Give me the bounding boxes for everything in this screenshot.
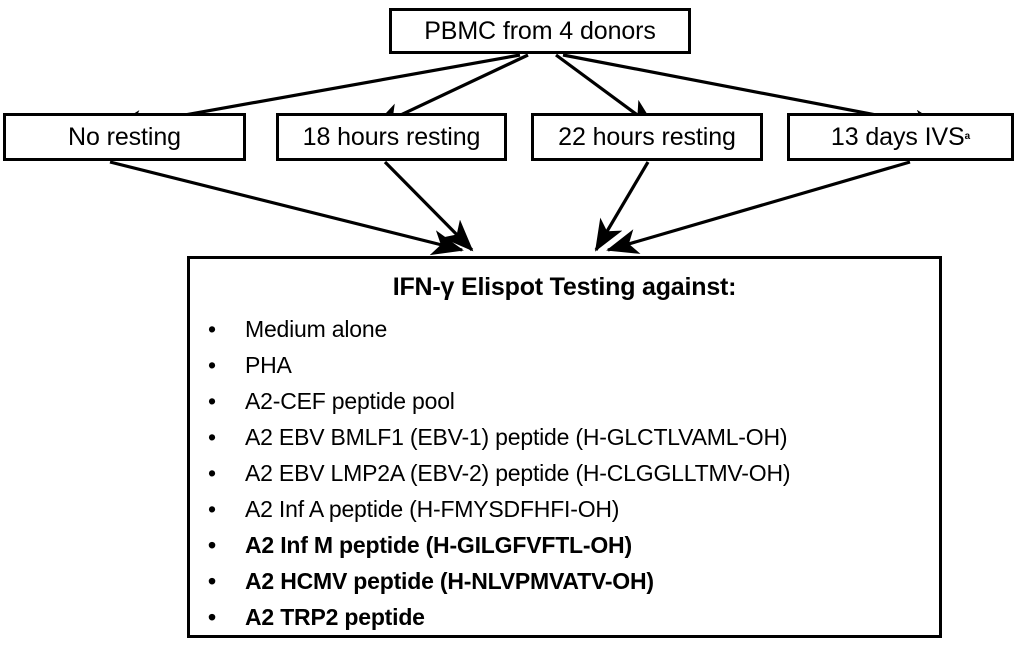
assay-list-item: • A2 EBV LMP2A (EBV-2) peptide (H-CLGGLLT… <box>190 455 939 491</box>
assay-list-item-label: A2-CEF peptide pool <box>245 388 455 414</box>
assay-list-item: • A2 EBV BMLF1 (EBV-1) peptide (H-GLCTLVA… <box>190 419 939 455</box>
bullet-icon: • <box>208 316 216 342</box>
box-elispot-assay: IFN-γ Elispot Testing against: • Medium a… <box>187 256 942 638</box>
bullet-icon: • <box>208 460 216 486</box>
assay-list-item-label: A2 HCMV peptide (H-NLVPMVATV-OH) <box>245 568 654 594</box>
box-no-resting-label: No resting <box>68 122 181 151</box>
box-pbmc-donors-label: PBMC from 4 donors <box>424 16 656 45</box>
box-18-hours-resting-label: 18 hours resting <box>302 122 481 151</box>
assay-list-item: • A2 TRP2 peptide <box>190 599 939 635</box>
assay-list-item-label: Medium alone <box>245 316 388 342</box>
bullet-icon: • <box>208 568 216 594</box>
assay-list-item-label: A2 EBV BMLF1 (EBV-1) peptide (H-GLCTLVAM… <box>245 424 788 450</box>
box-18-hours-resting: 18 hours resting <box>276 113 507 161</box>
arrow-no-resting-to-assay <box>109 160 464 256</box>
assay-item-list: • Medium alone • PHA • A2-CEF peptide pool • A2… <box>190 311 939 635</box>
assay-list-item-label: PHA <box>245 352 292 378</box>
box-22-hours-resting-label: 22 hours resting <box>558 122 736 151</box>
assay-list-item: • A2 Inf A peptide (H-FMYSDFHFI-OH) <box>190 491 939 527</box>
bullet-icon: • <box>208 496 216 522</box>
box-pbmc-donors: PBMC from 4 donors <box>389 8 691 54</box>
arrow-18h-to-assay <box>383 160 474 252</box>
bullet-icon: • <box>208 388 216 414</box>
assay-list-item: • A2 Inf M peptide (H-GILGFVFTL-OH) <box>190 527 939 563</box>
assay-list-item-label: A2 EBV LMP2A (EBV-2) peptide (H-CLGGLLTM… <box>245 460 791 486</box>
bullet-icon: • <box>208 604 216 630</box>
box-13-days-ivs-label: 13 days IVS <box>830 122 965 151</box>
assay-list-item-label: A2 Inf M peptide (H-GILGFVFTL-OH) <box>245 532 632 558</box>
assay-list-item: • A2 HCMV peptide (H-NLVPMVATV-OH) <box>190 563 939 599</box>
assay-list-item-label: A2 TRP2 peptide <box>245 604 425 630</box>
assay-title: IFN-γ Elispot Testing against: <box>392 273 737 301</box>
bullet-icon: • <box>208 352 216 378</box>
bullet-icon: • <box>208 532 216 558</box>
box-22-hours-resting: 22 hours resting <box>531 113 763 161</box>
assay-list-item-label: A2 Inf A peptide (H-FMYSDFHFI-OH) <box>245 496 620 522</box>
assay-list-item: • PHA <box>190 347 939 383</box>
arrow-22h-to-assay <box>594 161 650 252</box>
bullet-icon: • <box>208 424 216 450</box>
box-no-resting: No resting <box>3 113 246 161</box>
assay-list-item: • Medium alone <box>190 311 939 347</box>
arrow-13d-to-assay <box>606 160 911 254</box>
assay-list-item: • A2-CEF peptide pool <box>190 383 939 419</box>
